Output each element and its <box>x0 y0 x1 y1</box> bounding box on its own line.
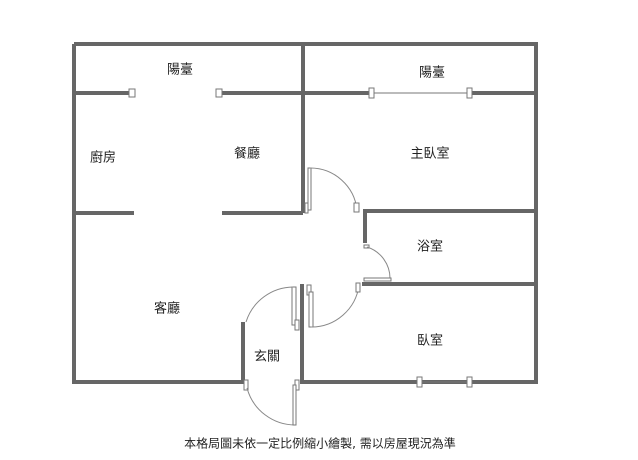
room-label-bedroom: 臥室 <box>416 333 444 349</box>
room-label-balcony-left: 陽臺 <box>166 62 194 78</box>
room-label-master-bedroom: 主臥室 <box>410 146 450 162</box>
room-label-dining: 餐廳 <box>233 146 261 162</box>
walls <box>72 42 538 384</box>
room-label-bathroom: 浴室 <box>416 239 444 255</box>
room-label-balcony-right: 陽臺 <box>418 65 446 81</box>
room-label-kitchen: 廚房 <box>89 150 117 166</box>
room-label-living: 客廳 <box>153 301 181 317</box>
windows <box>128 87 473 388</box>
doors <box>243 167 392 426</box>
room-label-entrance: 玄關 <box>253 349 281 365</box>
disclaimer-caption: 本格局圖未依一定比例縮小繪製, 需以房屋現況為準 <box>184 436 456 451</box>
